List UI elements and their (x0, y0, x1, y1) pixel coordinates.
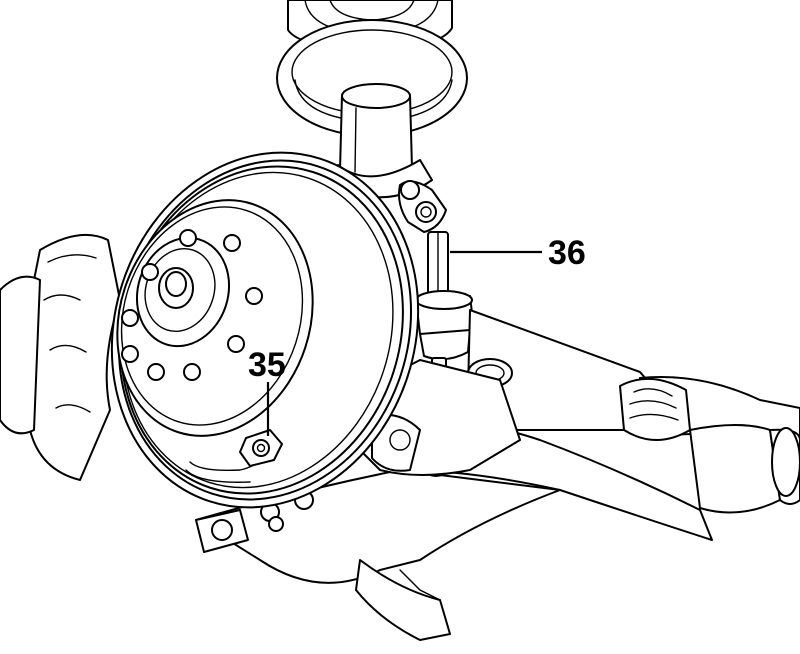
callout-36: 36 (450, 234, 586, 272)
callout-35: 35 (248, 346, 286, 436)
wheel-hub (121, 229, 263, 381)
brake-caliper (0, 233, 121, 481)
callout-35-label: 35 (248, 346, 286, 384)
coil-spring (276, 0, 468, 137)
bolt-35 (239, 429, 283, 467)
stabilizer-link (398, 180, 475, 385)
callout-36-label: 36 (548, 234, 586, 272)
